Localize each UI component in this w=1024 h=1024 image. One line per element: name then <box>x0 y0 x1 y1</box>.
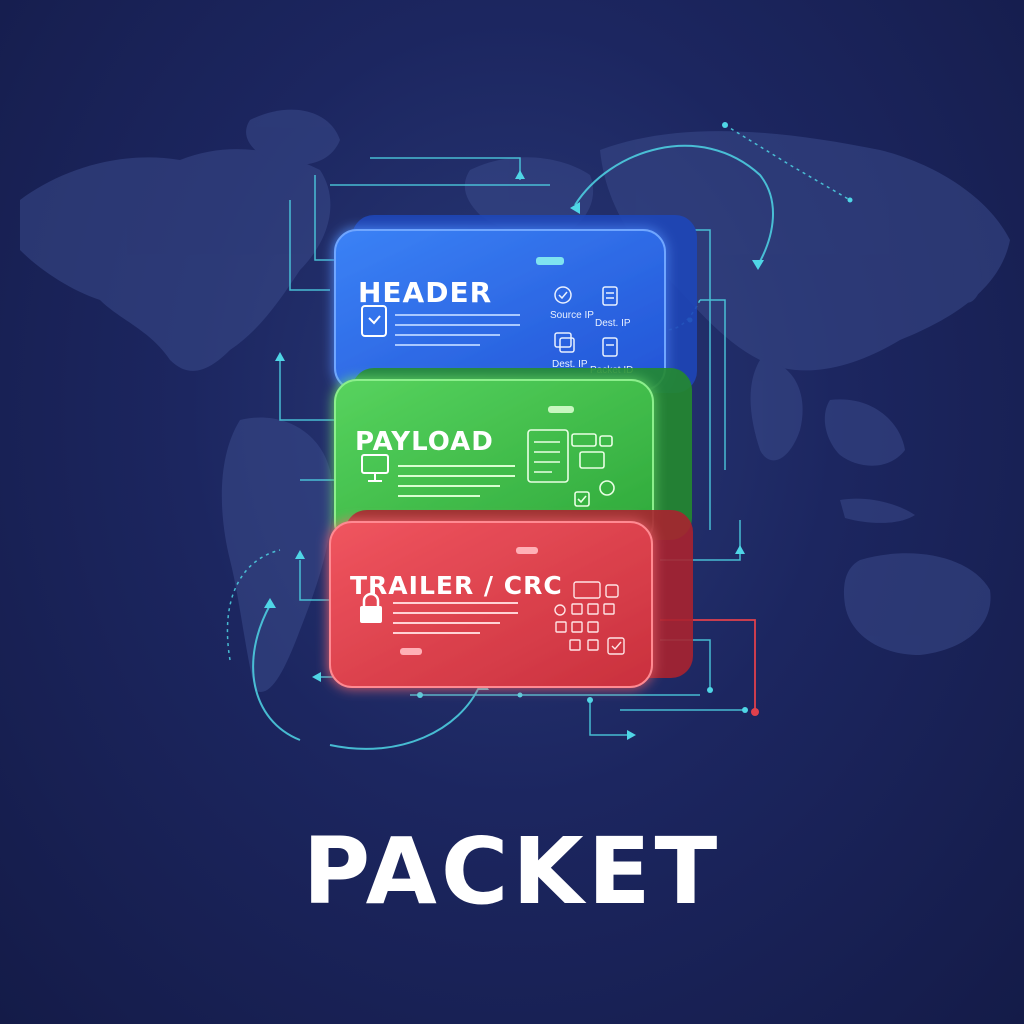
source-ip-label: Source IP <box>550 310 594 321</box>
network-node <box>722 122 728 128</box>
gear-icon <box>599 480 615 496</box>
flow-line-left-3 <box>279 360 335 421</box>
network-node <box>847 197 853 203</box>
arrow-up-icon <box>264 598 276 608</box>
flow-line-right-1 <box>695 229 711 530</box>
trailer-title: TRAILER / CRC <box>350 571 563 600</box>
lock-icon <box>360 592 382 623</box>
arrow-down-icon <box>752 260 764 270</box>
flow-line-bottom-3 <box>589 700 630 736</box>
payload-data-icon <box>527 429 615 507</box>
monitor-icon <box>361 454 389 482</box>
flow-line-left-5 <box>299 560 335 601</box>
network-node <box>417 692 423 698</box>
flow-line-dashed-2 <box>226 549 281 661</box>
packet-id-icon <box>602 337 618 357</box>
map-asia <box>600 131 1010 371</box>
trailer-layer-tab-bottom <box>400 648 422 655</box>
flow-arc-bottom-left <box>252 604 301 741</box>
payload-layer-tab <box>548 406 574 413</box>
map-southeast-asia <box>824 399 905 466</box>
checkbox-icon <box>574 491 590 507</box>
payload-layer: PAYLOAD <box>334 368 692 546</box>
arrow-up-icon <box>735 545 745 554</box>
flow-line-left-1 <box>289 200 330 291</box>
arrow-up-icon <box>295 550 305 559</box>
trailer-layer: TRAILER / CRC <box>329 510 693 688</box>
map-greenland <box>246 109 340 165</box>
checkbox-icon <box>607 637 625 655</box>
header-layer-tab <box>536 257 564 265</box>
dest-ip-top-icon <box>602 286 618 306</box>
header-title: HEADER <box>358 276 492 309</box>
source-ip-icon <box>554 286 572 304</box>
arrow-left-icon <box>312 672 321 682</box>
map-north-america <box>20 149 331 371</box>
arrow-right-icon <box>627 730 636 740</box>
arrow-up-icon <box>275 352 285 361</box>
payload-title: PAYLOAD <box>355 427 494 457</box>
page-title: PACKET <box>302 818 722 925</box>
trailer-text-lines <box>393 602 518 634</box>
header-text-lines <box>395 314 520 346</box>
network-node <box>517 692 523 698</box>
payload-text-lines <box>398 465 515 497</box>
checksum-grid-icon <box>554 581 625 655</box>
header-layer: HEADER Source IP Dest. IP <box>334 215 697 393</box>
dest-ip-top-label: Dest. IP <box>595 318 631 329</box>
dest-ip-icon <box>554 332 575 353</box>
map-australia <box>843 553 991 655</box>
network-node <box>587 697 593 703</box>
map-japan <box>953 249 982 303</box>
dest-ip-label: Dest. IP <box>552 359 588 370</box>
flow-line-right-2 <box>700 299 726 470</box>
flow-arc-top-right <box>574 144 774 266</box>
map-indonesia <box>840 498 915 523</box>
arrow-left-icon <box>570 202 580 214</box>
flow-line-left-2 <box>314 175 335 261</box>
flow-arc-bottom-center <box>329 684 481 750</box>
network-node <box>707 687 713 693</box>
network-node <box>742 707 748 713</box>
arrow-up-icon <box>515 170 525 179</box>
network-node-red <box>751 708 759 716</box>
document-icon <box>361 305 387 337</box>
map-india <box>750 360 803 461</box>
trailer-layer-tab-top <box>516 547 538 554</box>
map-south-america <box>221 417 333 692</box>
trailer-layer-face <box>329 521 653 688</box>
